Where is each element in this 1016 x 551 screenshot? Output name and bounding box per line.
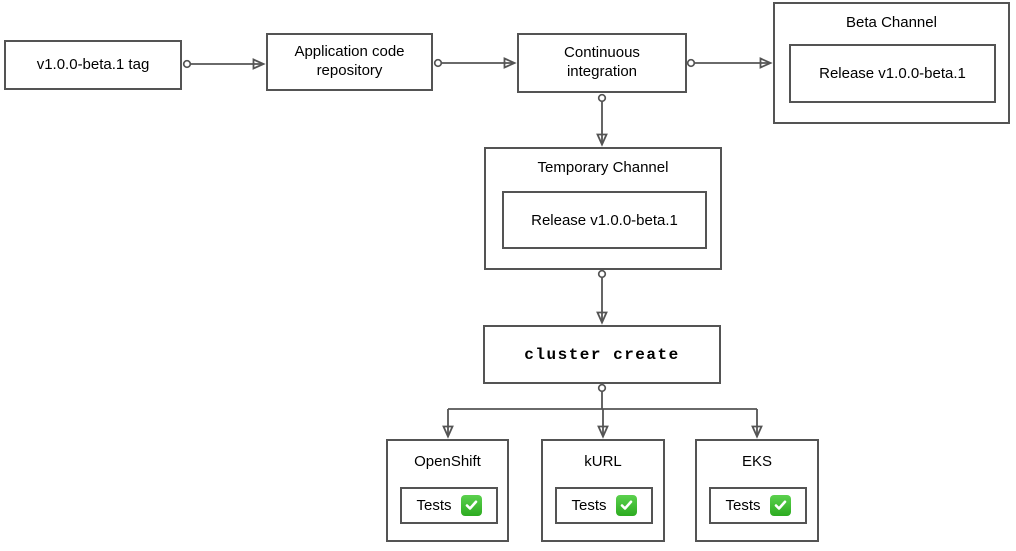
node-version-tag: v1.0.0-beta.1 tag	[4, 40, 182, 90]
check-mark-icon	[769, 495, 791, 516]
kurl-tests-box: Tests	[555, 487, 653, 524]
openshift-tests-label: Tests	[416, 497, 452, 514]
temporary-release-label: Release v1.0.0-beta.1	[531, 211, 678, 229]
temporary-channel-release-box: Release v1.0.0-beta.1	[502, 191, 707, 249]
node-openshift: OpenShift Tests	[386, 439, 509, 542]
node-eks: EKS Tests	[695, 439, 819, 542]
repository-label: Application code repository	[294, 43, 405, 79]
beta-channel-title: Beta Channel	[846, 14, 937, 31]
cluster-create-label: cluster create	[524, 345, 680, 364]
eks-tests-label: Tests	[725, 497, 761, 514]
kurl-tests-label: Tests	[571, 497, 607, 514]
ci-label: Continuous integration	[564, 44, 640, 80]
node-application-code-repository: Application code repository	[266, 33, 433, 91]
version-tag-label: v1.0.0-beta.1 tag	[36, 55, 150, 73]
check-mark-icon	[615, 495, 637, 516]
eks-title: EKS	[741, 453, 772, 470]
node-cluster-create: cluster create	[483, 325, 721, 384]
node-kurl: kURL Tests	[541, 439, 665, 542]
openshift-title: OpenShift	[414, 453, 481, 470]
check-mark-icon	[460, 495, 482, 516]
beta-release-label: Release v1.0.0-beta.1	[819, 65, 966, 82]
node-beta-channel: Beta Channel Release v1.0.0-beta.1	[773, 2, 1010, 124]
beta-channel-release-box: Release v1.0.0-beta.1	[789, 44, 996, 103]
openshift-tests-box: Tests	[400, 487, 498, 524]
kurl-title: kURL	[584, 453, 622, 470]
node-continuous-integration: Continuous integration	[517, 33, 687, 93]
eks-tests-box: Tests	[709, 487, 807, 524]
node-temporary-channel: Temporary Channel Release v1.0.0-beta.1	[484, 147, 722, 270]
temporary-channel-title: Temporary Channel	[537, 159, 669, 176]
